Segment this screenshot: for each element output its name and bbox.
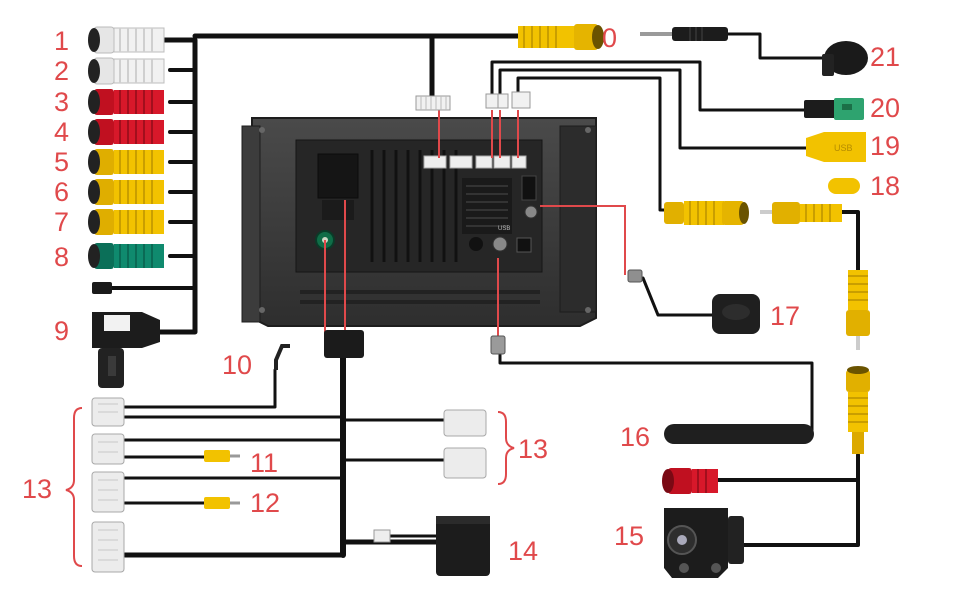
number-labels: 0 1 2 3 4 5 6 7 8 9 10 11 12 13 13 14 15… [22,23,900,566]
rca-female-video [664,201,749,225]
rca-connector-8 [88,243,164,269]
small-plug [92,282,112,294]
brace-left [65,407,83,567]
label-16: 16 [620,422,650,452]
usb-connector-19: USB [806,132,866,162]
label-9: 9 [54,316,69,346]
connector-20 [804,98,864,120]
usb-label: USB [834,143,853,153]
rca-red-camera [662,468,718,494]
top-connectors [415,91,531,111]
label-21: 21 [870,42,900,72]
rca-connector-0 [518,24,604,50]
rca-connector-1 [88,26,165,54]
card-module-9 [92,312,160,388]
antenna-connector-16 [490,335,506,355]
rca-connector-6 [88,179,164,205]
pointer-lines [324,110,626,345]
label-18: 18 [870,171,900,201]
rca-small-11 [204,450,240,462]
label-3: 3 [54,87,69,117]
unit-usb-label: USB [498,226,510,232]
label-2: 2 [54,56,69,86]
gps-antenna-17 [627,269,760,334]
label-15: 15 [614,521,644,551]
rca-connectors-left [88,26,165,388]
label-13-left: 13 [22,474,52,504]
rca-connector-3 [88,89,164,115]
rca-small-12 [204,497,240,509]
bottom-harness [91,330,490,576]
label-12: 12 [250,488,280,518]
label-14: 14 [508,536,538,566]
connector-18 [828,178,860,194]
rca-vertical-male [846,270,870,350]
module-14 [373,516,490,576]
label-13-right: 13 [518,434,548,464]
rca-connector-7 [88,209,164,235]
label-20: 20 [870,93,900,123]
rca-connector-4 [88,119,164,145]
label-8: 8 [54,242,69,272]
brace-right [497,411,515,485]
label-5: 5 [54,147,69,177]
label-4: 4 [54,117,69,147]
label-17: 17 [770,301,800,331]
label-10: 10 [222,350,252,380]
label-11: 11 [250,448,278,478]
rca-connector-5 [88,149,164,175]
label-19: 19 [870,131,900,161]
head-unit: USB [241,117,597,327]
audio-jack-21 [640,27,728,41]
rca-vertical-female [846,366,870,454]
label-7: 7 [54,207,69,237]
microphone-21 [822,41,868,76]
rca-connector-2 [88,57,165,85]
antenna-16 [664,424,814,444]
rca-male-video [760,202,842,224]
label-1: 1 [54,26,69,56]
camera-15 [664,508,744,578]
label-6: 6 [54,177,69,207]
label-0: 0 [602,23,617,53]
